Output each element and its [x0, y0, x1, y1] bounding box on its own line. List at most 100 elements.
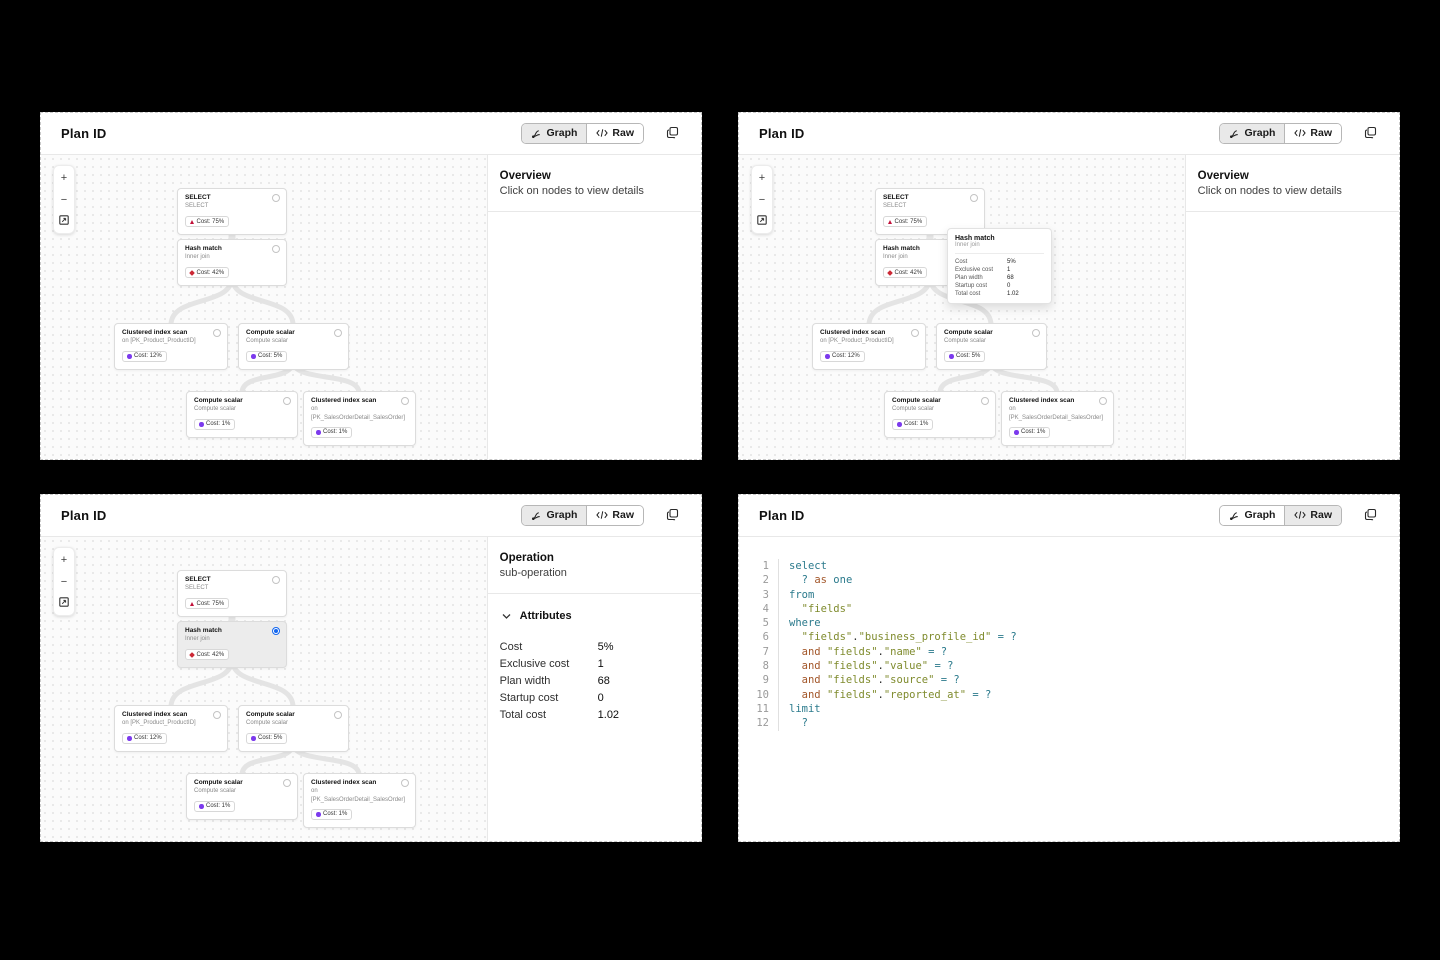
- node-radio[interactable]: [1032, 329, 1040, 337]
- graph-view-button[interactable]: Graph: [522, 505, 587, 526]
- cost-badge: Cost: 42%: [185, 649, 230, 661]
- overview-title: Overview: [1197, 170, 1249, 182]
- view-toggle: Graph Raw: [521, 122, 644, 145]
- node-radio[interactable]: [981, 397, 989, 405]
- cost-badge: Cost: 42%: [185, 267, 230, 279]
- copy-button[interactable]: [666, 508, 679, 524]
- attributes-toggle[interactable]: Attributes: [502, 610, 687, 622]
- zoom-in-button[interactable]: +: [755, 171, 769, 184]
- zoom-out-button[interactable]: −: [755, 193, 769, 206]
- zoom-controls: + −: [53, 165, 75, 234]
- code-line: 4 "fields": [739, 601, 1399, 617]
- graph-view-button[interactable]: Graph: [1220, 123, 1285, 144]
- zoom-out-button[interactable]: −: [57, 193, 71, 206]
- node-title: Clustered index scan: [311, 397, 377, 404]
- fit-view-button[interactable]: [57, 215, 71, 228]
- zoom-out-button[interactable]: −: [57, 575, 71, 588]
- cost-label: Cost: 42%: [894, 269, 923, 276]
- node-radio[interactable]: [272, 627, 280, 635]
- flow-branch-icon: [1229, 510, 1240, 521]
- node-radio[interactable]: [401, 779, 409, 787]
- copy-button[interactable]: [1364, 508, 1377, 524]
- cost-severity-icon: [190, 601, 194, 606]
- graph-view-button[interactable]: Graph: [1220, 505, 1285, 526]
- detail-value: 1: [597, 657, 604, 670]
- fit-view-button[interactable]: [57, 597, 71, 610]
- detail-label: Total cost: [499, 708, 547, 721]
- node-radio[interactable]: [272, 245, 280, 253]
- zoom-in-button[interactable]: +: [57, 171, 71, 184]
- node-radio[interactable]: [283, 397, 291, 405]
- code-text: and "fields"."value" = ?: [801, 660, 954, 673]
- fit-view-icon: [757, 215, 767, 228]
- details-sidebar: Overview Click on nodes to view details: [486, 155, 701, 459]
- zoom-in-button[interactable]: +: [57, 553, 71, 566]
- node-title: Compute scalar: [944, 329, 993, 336]
- cost-severity-icon: [897, 422, 902, 427]
- raw-view-button[interactable]: Raw: [1284, 505, 1341, 526]
- code-line: 12 ?: [739, 716, 1399, 731]
- node-radio[interactable]: [272, 576, 280, 584]
- node-radio[interactable]: [1099, 397, 1107, 405]
- node-radio[interactable]: [970, 194, 978, 202]
- line-number: 5: [739, 616, 779, 631]
- plan-panel-graph-tooltip: Plan ID Graph Raw +: [738, 112, 1400, 460]
- raw-view-button[interactable]: Raw: [586, 505, 643, 526]
- node-radio[interactable]: [334, 329, 342, 337]
- node-radio[interactable]: [213, 329, 221, 337]
- cost-label: Cost: 1%: [904, 421, 929, 428]
- node-title: SELECT: [185, 194, 211, 201]
- code-text: and "fields"."source" = ?: [801, 674, 960, 687]
- detail-label: Exclusive cost: [499, 657, 570, 670]
- node-radio[interactable]: [334, 711, 342, 719]
- copy-icon: [1364, 126, 1377, 142]
- detail-label: Cost: [955, 259, 968, 265]
- node-radio[interactable]: [401, 397, 409, 405]
- node-radio[interactable]: [283, 779, 291, 787]
- cost-label: Cost: 1%: [206, 803, 231, 810]
- cost-label: Cost: 42%: [196, 269, 225, 276]
- graph-view-button[interactable]: Graph: [522, 123, 587, 144]
- node-radio[interactable]: [272, 194, 280, 202]
- copy-icon: [666, 508, 679, 524]
- line-number: 4: [739, 601, 779, 617]
- raw-view-button[interactable]: Raw: [586, 123, 643, 144]
- cost-severity-icon: [251, 354, 256, 359]
- raw-view-button[interactable]: Raw: [1284, 123, 1341, 144]
- fit-view-button[interactable]: [755, 215, 769, 228]
- copy-button[interactable]: [1364, 126, 1377, 142]
- node-radio[interactable]: [911, 329, 919, 337]
- cost-label: Cost: 1%: [323, 811, 348, 818]
- cost-severity-icon: [1014, 430, 1019, 435]
- page-title: Plan ID: [61, 126, 107, 141]
- node-radio[interactable]: [213, 711, 221, 719]
- copy-button[interactable]: [666, 126, 679, 142]
- copy-icon: [666, 126, 679, 142]
